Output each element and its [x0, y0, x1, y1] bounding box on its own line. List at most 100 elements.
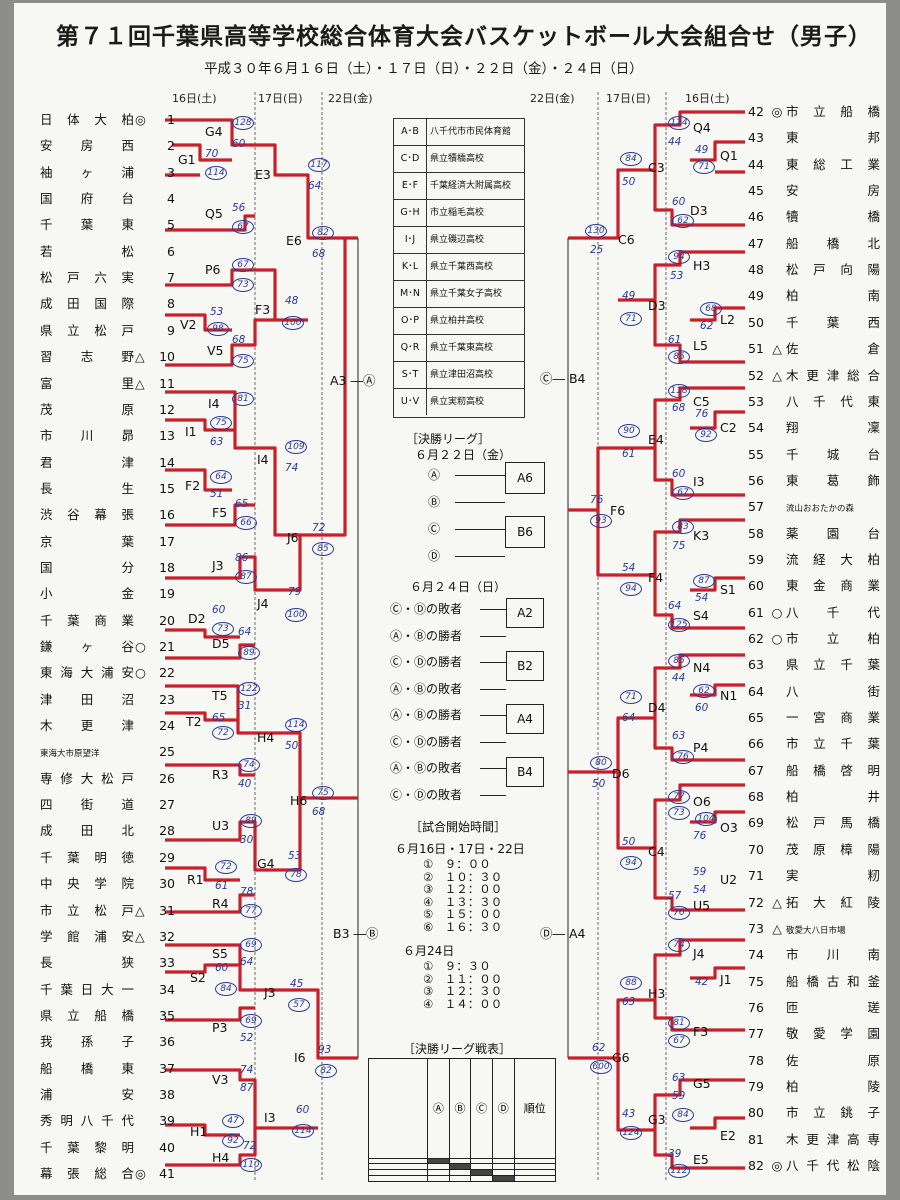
team-name: 柏南 — [786, 288, 881, 304]
score: 85 — [668, 350, 690, 364]
final-league-line — [455, 475, 505, 476]
score: 56 — [232, 202, 246, 214]
score: 60 — [672, 196, 686, 208]
score: 52 — [240, 1032, 254, 1044]
start-time: ⑥ １６：３０ — [423, 920, 503, 934]
team-seed-mark: ○ — [771, 631, 783, 646]
team-name: 日体大柏 — [40, 112, 135, 127]
venue-name: 県立千葉西高校 — [430, 262, 494, 272]
team-number: 56 — [748, 472, 764, 488]
team-number: 75 — [748, 973, 764, 989]
score: 82 — [312, 226, 334, 240]
team-name: 敬愛大八日市場 — [786, 925, 846, 936]
score: 63 — [672, 1072, 686, 1084]
match-label: L5 — [693, 338, 708, 353]
match-label: U2 — [720, 872, 738, 887]
team-name: 一宮商業 — [786, 710, 881, 726]
team-name: 茂原 — [40, 401, 135, 417]
score: 79 — [288, 586, 302, 598]
day-header-l22: 22日(金) — [328, 92, 373, 105]
match-label: R3 — [212, 767, 229, 782]
score: 76 — [695, 408, 709, 420]
final-league-title: ［決勝リーグ］ — [406, 432, 491, 446]
score: 81 — [232, 392, 254, 406]
match-label: G1 — [178, 152, 196, 167]
team-number: 79 — [748, 1078, 764, 1094]
match-label: C4 — [648, 844, 665, 859]
team-name: 成田北 — [40, 823, 135, 839]
score: 67 — [232, 258, 254, 272]
venue-key: U･V — [394, 389, 427, 415]
league-table-header: Ⓑ — [448, 1058, 472, 1159]
team-number: 6 — [167, 243, 175, 259]
team-seed-mark: ◎ — [771, 1158, 783, 1173]
score: 64 — [210, 470, 232, 484]
team-number: 70 — [748, 841, 764, 857]
team-name: 市立銚子 — [786, 1105, 881, 1121]
score: 125 — [668, 618, 690, 632]
score: 48 — [285, 295, 299, 307]
team-seed-mark: △ — [772, 367, 782, 383]
score: 57 — [288, 998, 310, 1012]
match-label: G4 — [257, 856, 275, 871]
team-name: 茂原樟陽 — [786, 841, 881, 857]
team-name: 中央学院 — [40, 876, 135, 892]
team-number: 7 — [167, 270, 175, 286]
team-number: 23 — [159, 691, 175, 707]
score: 50 — [622, 836, 636, 848]
match-label: S4 — [693, 608, 709, 623]
day24-box: B4 — [506, 757, 544, 787]
match-label: G5 — [693, 1076, 711, 1091]
match-label: P4 — [693, 740, 709, 755]
team-name: 千葉黎明 — [40, 1139, 135, 1155]
score: 74 — [668, 938, 690, 952]
team-name: 渋谷幕張 — [40, 507, 135, 523]
match-label: L2 — [720, 312, 735, 327]
score: 124 — [668, 116, 690, 130]
score: 128 — [232, 116, 254, 130]
score: 85 — [312, 542, 334, 556]
score: 94 — [620, 582, 642, 596]
start-times-date2: ６月24日 — [403, 944, 455, 958]
start-time: ④ １４：００ — [423, 996, 503, 1011]
team-number: 51 — [748, 341, 764, 357]
team-number: 46 — [748, 209, 764, 225]
score: 100 — [285, 608, 307, 622]
team-row: 82◎八千代松陰 — [748, 1159, 881, 1173]
team-number: 18 — [159, 559, 175, 575]
team-row: 幕張総合◎41 — [40, 1167, 175, 1181]
score: 72 — [312, 522, 326, 534]
day24-date: ６月２４日（日） — [410, 580, 507, 594]
match-label-b3: B3 ―Ⓑ — [333, 926, 379, 941]
match-label: Q1 — [720, 148, 738, 163]
team-number: 11 — [159, 375, 175, 391]
score: 84 — [672, 1108, 694, 1122]
match-label: E2 — [720, 1128, 736, 1143]
match-label: S1 — [720, 582, 736, 597]
score: 68 — [700, 302, 722, 316]
team-name: 千城台 — [786, 446, 881, 462]
score: 69 — [240, 938, 262, 952]
match-label: O6 — [693, 794, 711, 809]
team-number: 16 — [159, 507, 175, 523]
score: 77 — [240, 904, 262, 918]
start-times-title: ［試合開始時間］ — [410, 820, 507, 834]
